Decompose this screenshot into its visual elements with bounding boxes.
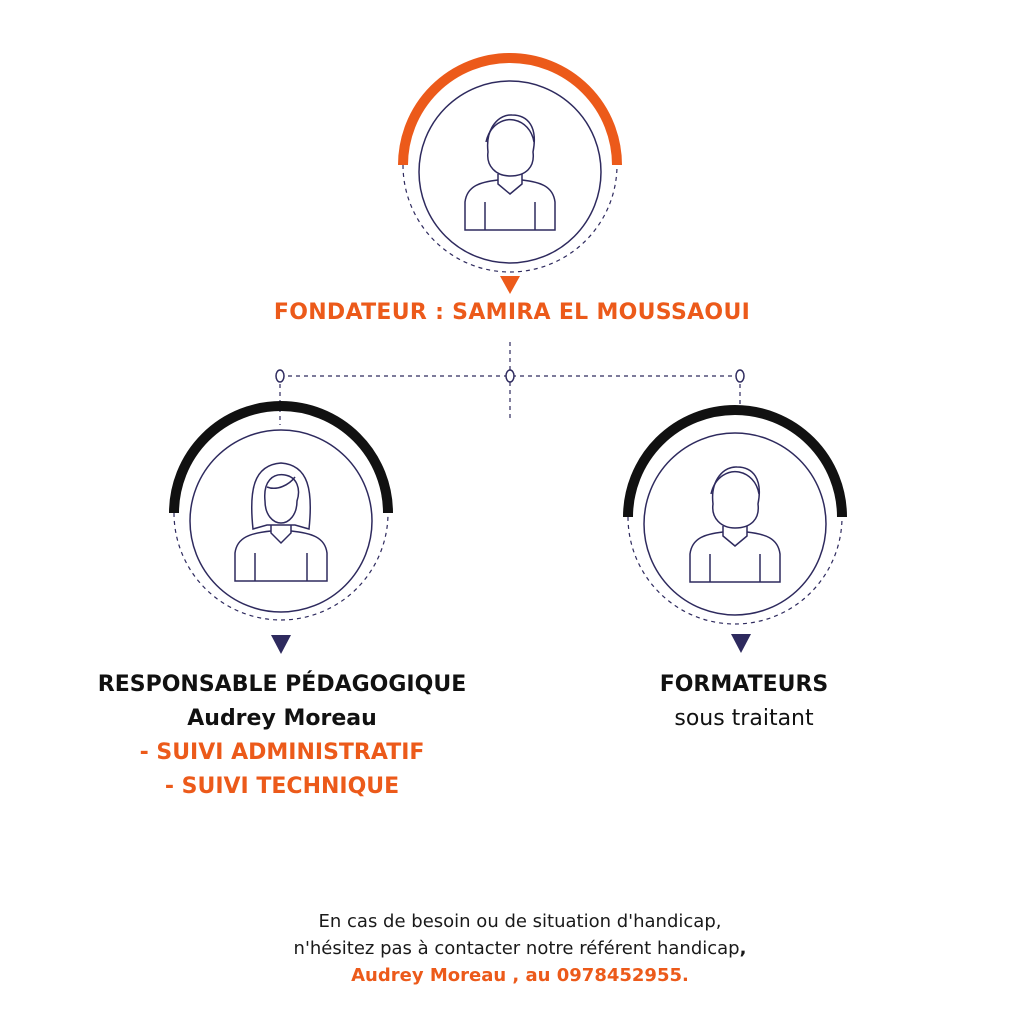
- founder-dashed-arc: [402, 164, 618, 273]
- responsable-black-arc: [169, 401, 393, 514]
- person-male-icon: [464, 114, 556, 231]
- formateurs-black-arc: [623, 405, 847, 518]
- footer-line-2-comma: ,: [739, 938, 747, 959]
- responsable-title: RESPONSABLE PÉDAGOGIQUE: [97, 672, 467, 697]
- footer-contact: Audrey Moreau , au 0978452955.: [351, 965, 689, 986]
- responsable-task-administratif: - SUIVI ADMINISTRATIF: [139, 740, 425, 765]
- formateurs-circle: [643, 432, 827, 616]
- footer-line-2: n'hésitez pas à contacter notre référent…: [0, 935, 1024, 962]
- responsable-circle: [189, 429, 373, 613]
- formateurs-dashed-arc: [627, 516, 843, 625]
- responsable-label-group: RESPONSABLE PÉDAGOGIQUE Audrey Moreau - …: [80, 668, 484, 804]
- founder-node: [398, 53, 622, 294]
- responsable-dashed-arc: [173, 512, 389, 621]
- founder-label: FONDATEUR : SAMIRA EL MOUSSAOUI: [273, 300, 751, 325]
- founder-circle: [418, 80, 602, 264]
- connector-lines: [279, 342, 741, 425]
- responsable-node: [169, 401, 393, 654]
- person-male-icon: [689, 466, 781, 583]
- footer-line-2-text: n'hésitez pas à contacter notre référent…: [293, 938, 740, 959]
- formateurs-title: FORMATEURS: [659, 672, 829, 697]
- responsable-task-technique: - SUIVI TECHNIQUE: [164, 774, 400, 799]
- connector-nodes: [275, 369, 745, 383]
- founder-orange-arc: [398, 53, 622, 166]
- founder-pointer: [500, 276, 520, 294]
- footer-line-1: En cas de besoin ou de situation d'handi…: [318, 911, 722, 932]
- responsable-pointer: [271, 635, 291, 654]
- footer-note: En cas de besoin ou de situation d'handi…: [0, 908, 1024, 989]
- formateurs-label-group: FORMATEURS sous traitant: [614, 668, 874, 736]
- formateurs-node: [623, 405, 847, 653]
- person-female-icon: [234, 462, 328, 582]
- responsable-name: Audrey Moreau: [187, 706, 377, 731]
- formateurs-pointer: [731, 634, 751, 653]
- formateurs-subtitle: sous traitant: [674, 706, 814, 731]
